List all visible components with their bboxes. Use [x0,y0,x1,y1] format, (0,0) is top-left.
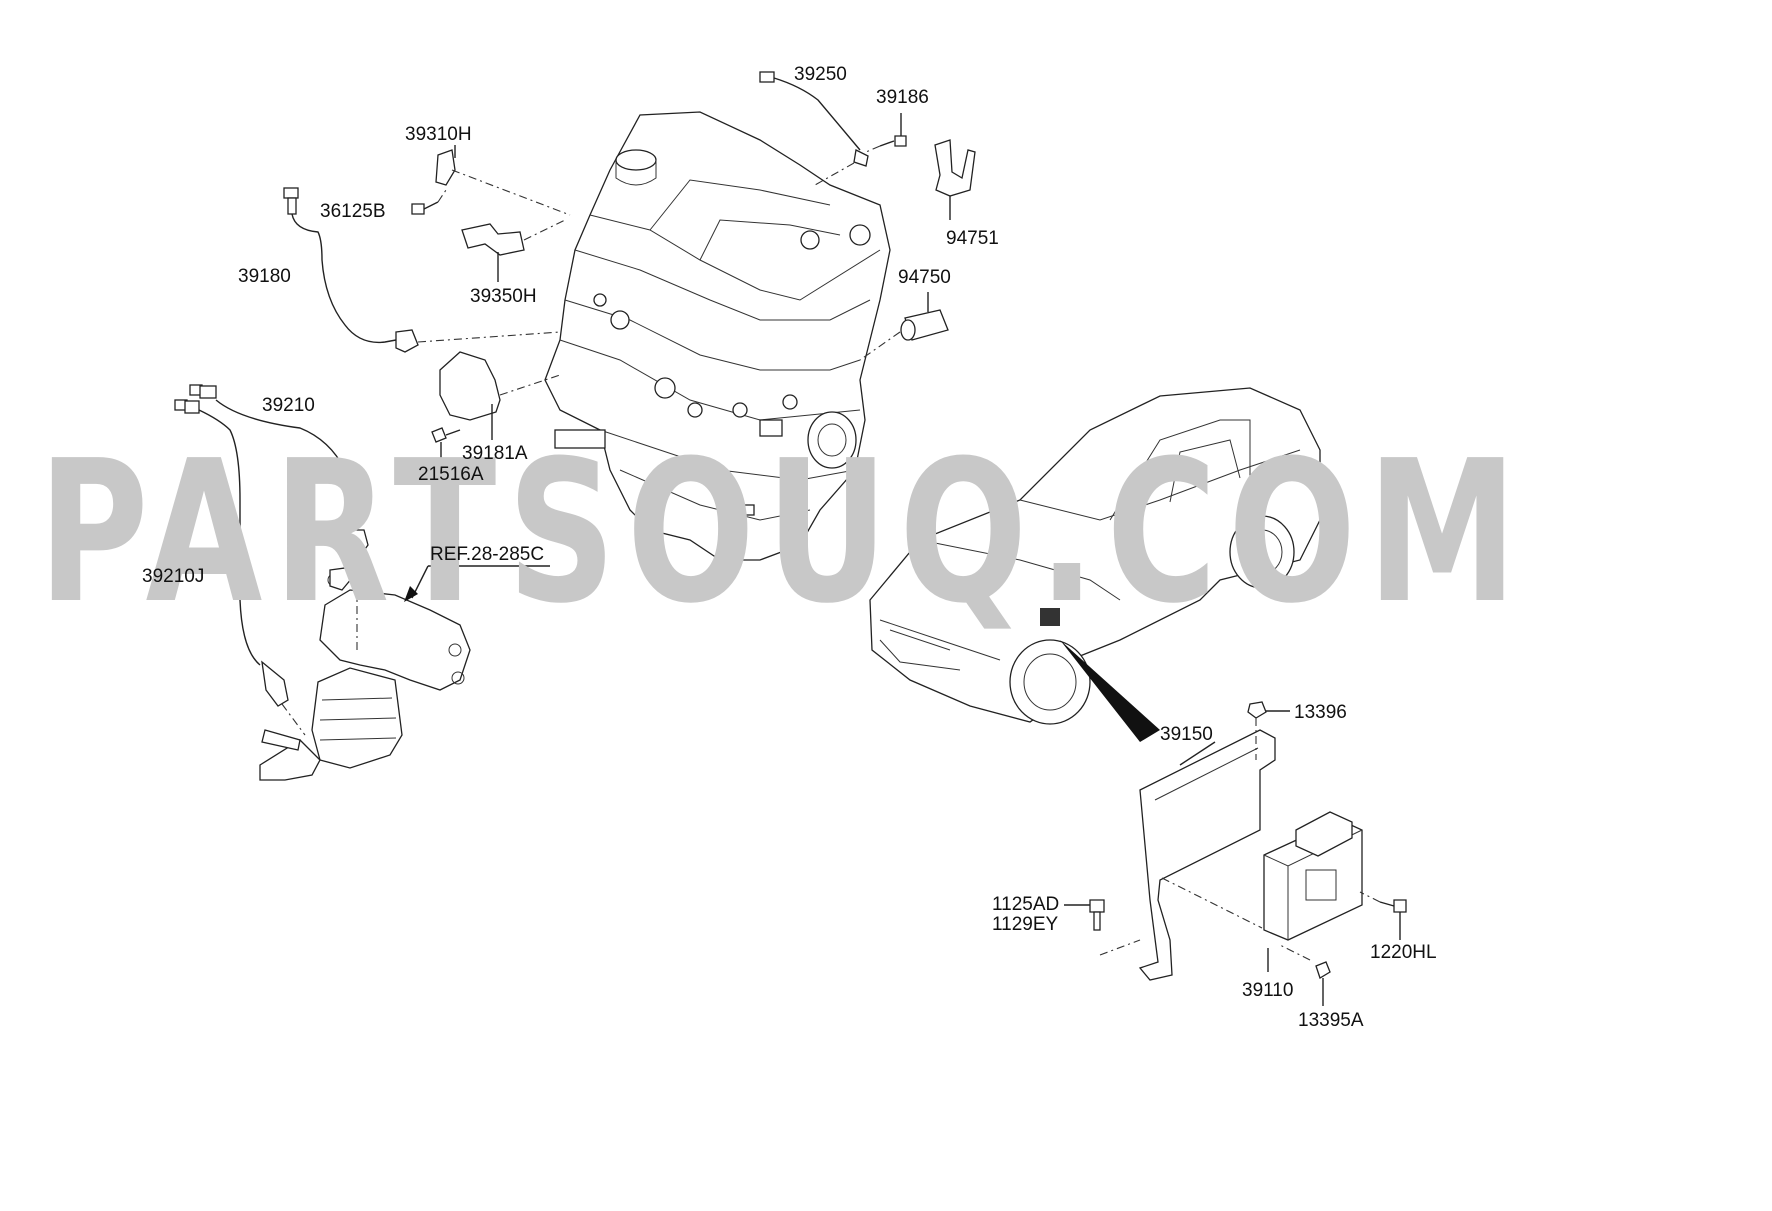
label-1129EY: 1129EY [992,914,1059,935]
label-13395A: 13395A [1298,1010,1364,1031]
label-39350H: 39350H [470,286,537,307]
sensor-39210 [189,384,369,650]
bolt-36125B [411,189,447,215]
sensor-39180 [283,187,561,353]
engine-block [544,111,891,561]
bracket-39350H [461,219,566,282]
ref-pointer [404,565,550,602]
sensor-39210J [174,399,306,736]
bolt-1220HL [1359,891,1407,940]
bolt-39186 [865,113,907,153]
bracket-94751 [934,139,976,220]
label-39181A: 39181A [462,443,528,464]
nut-13395A [1279,944,1331,1006]
sensor-39310H [435,145,571,216]
nut-13396 [1247,701,1290,760]
sensor-39250 [759,71,869,186]
label-13396: 13396 [1294,702,1347,723]
ecu-39110 [1263,811,1363,972]
sensor-94750 [859,292,949,361]
label-1125AD: 1125AD [992,894,1059,915]
label-39250: 39250 [794,64,847,85]
label-39180: 39180 [238,266,291,287]
label-39210: 39210 [262,395,315,416]
label-39150: 39150 [1160,724,1213,745]
label-39186: 39186 [876,87,929,108]
shield-39181A [439,351,561,440]
label-ref-28-285C: REF.28-285C [430,544,544,565]
label-1220HL: 1220HL [1370,942,1437,963]
ecu-bracket-39150 [1099,729,1276,981]
label-39210J: 39210J [142,566,204,587]
bolt-21516A [431,427,461,460]
label-94750: 94750 [898,267,951,288]
label-39310H: 39310H [405,124,472,145]
watermark-text: PARTSOUQ.COM [38,419,1528,647]
label-36125B: 36125B [320,201,386,222]
bolt-1125AD [1064,899,1105,931]
exhaust-manifold [259,567,471,781]
label-39110: 39110 [1242,980,1293,1001]
label-21516A: 21516A [418,464,484,485]
label-94751: 94751 [946,228,999,249]
car-illustration [869,387,1321,742]
